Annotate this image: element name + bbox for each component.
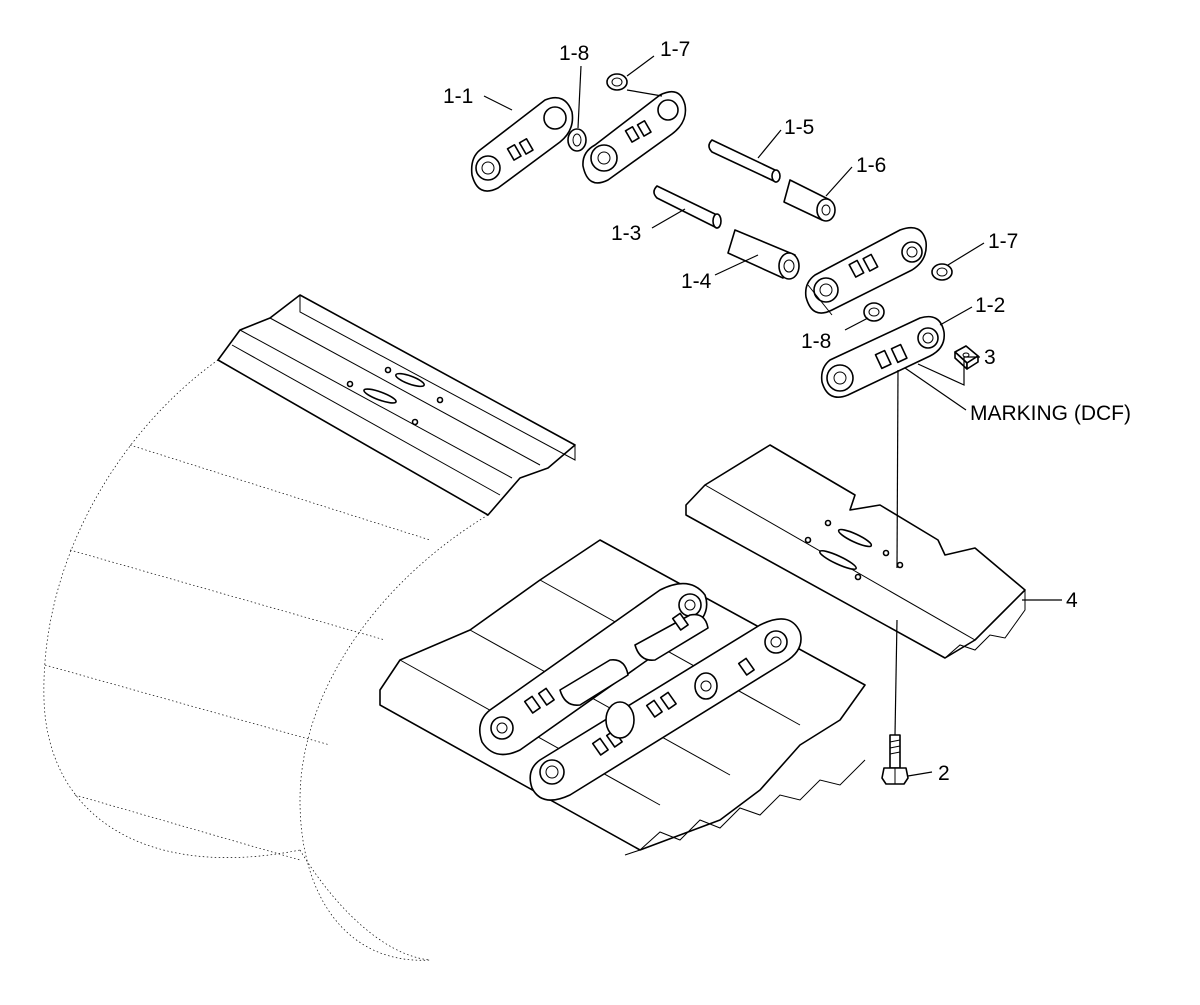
callout-3: 3: [984, 346, 996, 369]
callout-1-5: 1-5: [784, 116, 814, 139]
ring-1-7-top: [606, 73, 628, 91]
pin-1-3: [653, 185, 722, 229]
callout-labels: 1-1 1-8 1-7 1-5 1-6 1-3 1-4 1-7 1-8 1-2 …: [443, 38, 1131, 785]
track-shoe-4: [685, 444, 1026, 659]
callout-1-4: 1-4: [681, 270, 712, 293]
track-shoe-lower-assembly: [379, 539, 866, 856]
bushing-1-6: [783, 179, 836, 222]
callout-1-3: 1-3: [611, 222, 641, 245]
link-outer-upper: [582, 90, 687, 184]
link-inner-lower: [804, 226, 928, 316]
callout-1-7-top: 1-7: [660, 38, 690, 61]
callout-2: 2: [938, 762, 950, 785]
callout-1-6: 1-6: [856, 154, 886, 177]
pin-1-5: [708, 139, 781, 183]
bushing-1-4: [727, 229, 800, 280]
callout-1-8-bottom: 1-8: [801, 330, 831, 353]
nut-3: [954, 345, 979, 370]
leader-lines: [483, 55, 1062, 777]
callout-4: 4: [1066, 589, 1078, 612]
link-1-2: [820, 315, 946, 398]
callout-marking: MARKING (DCF): [970, 402, 1131, 425]
seal-1-8-bottom: [863, 302, 885, 322]
callout-1-1: 1-1: [443, 85, 473, 108]
ring-1-7-right: [931, 263, 953, 281]
callout-1-2: 1-2: [975, 294, 1005, 317]
track-shoe-top: [217, 294, 576, 516]
assembled-links: [479, 582, 802, 801]
callout-1-7-right: 1-7: [988, 230, 1018, 253]
bolt-2: [881, 734, 909, 785]
callout-1-8-top: 1-8: [559, 42, 589, 65]
link-1-1: [470, 96, 574, 192]
seal-1-8-top: [567, 128, 587, 152]
track-loop-outline: [43, 359, 489, 961]
